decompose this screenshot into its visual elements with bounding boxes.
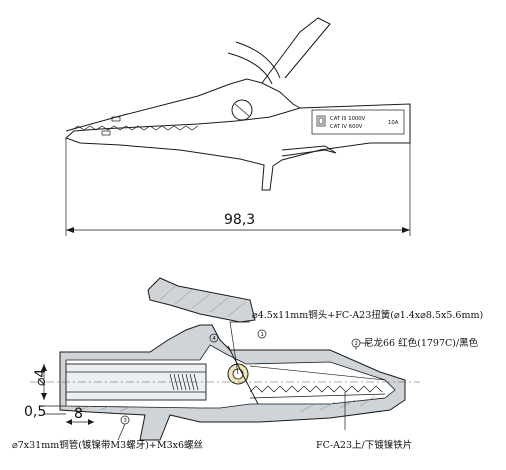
leader-body	[355, 342, 370, 350]
marker-4	[209, 333, 219, 343]
clip-side-view: CAT III 1000V CAT IV 600V 10A	[65, 17, 411, 191]
clip-lever-curve-inner	[235, 41, 281, 79]
clip-section-view	[30, 277, 420, 441]
rating-cat-iii: CAT III 1000V	[330, 116, 366, 122]
leader-spring	[229, 321, 250, 375]
rating-cat-iv: CAT IV 600V	[330, 124, 363, 130]
clip-upper-jaw	[65, 78, 301, 132]
lower-jaw-plate-teeth	[249, 385, 383, 393]
offset-value: 0,5	[24, 404, 46, 420]
marker-1	[257, 329, 267, 339]
clip-lower-body	[65, 103, 411, 191]
svg-text:4: 4	[213, 336, 217, 342]
pivot-screw	[231, 99, 253, 121]
svg-text:1: 1	[261, 332, 264, 338]
rating-label-symbol	[316, 115, 326, 127]
rating-current: 10A	[388, 120, 399, 126]
note-tube-spec: ⌀7x31mm铜管(镀镍带M3螺牙)+M3x6螺丝	[12, 439, 203, 451]
diameter-dimension: ⌀4	[33, 364, 49, 400]
diameter-value: ⌀4	[33, 369, 49, 386]
insert-value: 8	[74, 406, 83, 422]
note-spring-part: ⌀4.5x11mm铜头+FC-A23扭簧(⌀1.4x⌀8.5x5.6mm)	[252, 309, 483, 321]
insert-dimension: 8	[66, 406, 94, 425]
clip-lever-curve	[227, 52, 273, 85]
torsion-spring	[227, 345, 259, 405]
length-dimension: 98,3	[65, 138, 411, 236]
note-body-material: 尼龙66 红色(1797C)/黑色	[364, 337, 479, 349]
upper-jaw-plate	[249, 365, 386, 381]
note-jaw-plate: FC-A23上/下镀镍铁片	[316, 439, 412, 451]
leader-tube	[117, 423, 126, 441]
leader-lines	[117, 321, 370, 441]
svg-text:3: 3	[124, 418, 127, 424]
length-value: 98,3	[224, 212, 255, 228]
clip-lever-arm	[261, 17, 331, 84]
pivot-screw-slot	[234, 103, 250, 117]
section-hatching	[79, 285, 376, 413]
jaw-slot-upper	[111, 116, 121, 122]
lever-section	[147, 277, 256, 323]
jaw-slot-lower	[101, 130, 111, 136]
clip-handle-hook	[281, 145, 337, 157]
offset-dimension: 0,5	[24, 404, 66, 420]
svg-text:2: 2	[355, 341, 358, 347]
jaw-teeth	[71, 125, 199, 131]
rating-label	[311, 109, 405, 135]
